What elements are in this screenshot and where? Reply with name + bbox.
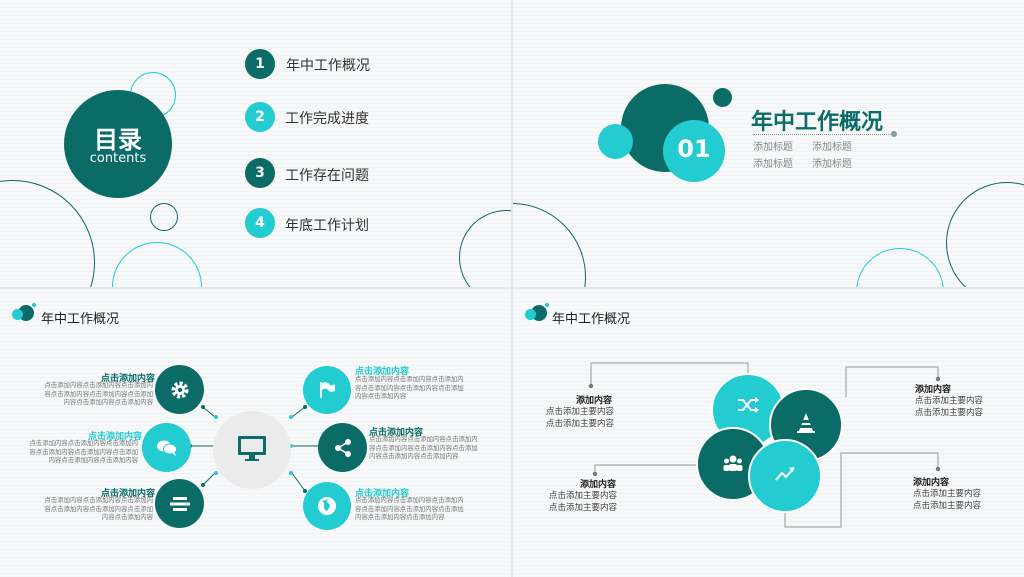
toc-label-3[interactable]: 工作存在问题 [285, 168, 369, 184]
block-title: 添加内容 [580, 480, 617, 490]
block-title: 点击添加内容 [88, 432, 143, 442]
share-icon [334, 438, 351, 457]
block-title: 添加内容 [576, 396, 613, 406]
block-line: 点击添加主要内容 [913, 501, 982, 511]
chat-icon [156, 440, 177, 456]
slide-header-title: 年中工作概况 [41, 312, 120, 327]
header-logo-icon [525, 303, 549, 321]
people-icon [723, 455, 743, 471]
block-title: 添加内容 [915, 385, 952, 395]
shuffle-icon [738, 397, 759, 413]
block-body: 点击添加内容点击添加内容点击添加内容点击添加内容点击添加内容点击添加内容点击添加… [44, 496, 153, 522]
toc-number-4[interactable]: 4 [245, 208, 275, 238]
section-tag: 添加标题 [753, 142, 793, 153]
block-line: 点击添加主要内容 [546, 419, 615, 429]
header-logo-icon [12, 303, 36, 321]
section-side-dot [598, 124, 633, 159]
deco-ring [513, 203, 586, 287]
section-tag: 添加标题 [812, 159, 852, 170]
block-line: 点击添加主要内容 [546, 407, 615, 417]
block-line: 点击添加主要内容 [913, 489, 982, 499]
deco-ring [856, 248, 944, 287]
trend-icon [775, 467, 795, 481]
hub-globe[interactable] [303, 482, 351, 530]
hub-gear[interactable] [155, 365, 204, 414]
flag-icon [320, 382, 335, 398]
hub-bars[interactable] [155, 479, 204, 528]
toc-label-1[interactable]: 年中工作概况 [286, 58, 370, 74]
block-line: 点击添加主要内容 [549, 503, 618, 513]
block-title: 点击添加内容 [101, 374, 156, 384]
hub-share[interactable] [318, 423, 367, 472]
block-title: 点击添加内容 [355, 367, 410, 377]
block-title: 点击添加内容 [369, 428, 424, 438]
section-tag: 添加标题 [812, 142, 852, 153]
globe-icon [318, 497, 336, 515]
bars-icon [169, 496, 190, 511]
block-title: 点击添加内容 [101, 489, 156, 499]
deco-ring [946, 182, 1024, 287]
block-body: 点击添加内容点击添加内容点击添加内容点击添加内容点击添加内容点击添加内容点击添加… [369, 435, 478, 461]
slide-contents: 目录 contents 1 年中工作概况 2 工作完成进度 3 工作存在问题 4… [0, 0, 511, 287]
contents-subtitle: contents [89, 151, 147, 166]
deco-ring [0, 180, 95, 287]
contents-title: 目录 [94, 126, 142, 154]
toc-number-1[interactable]: 1 [245, 49, 275, 79]
block-body: 点击添加内容点击添加内容点击添加内容点击添加内容点击添加内容点击添加内容点击添加… [355, 375, 464, 401]
block-title: 点击添加内容 [355, 489, 410, 499]
toc-label-4[interactable]: 年底工作计划 [285, 218, 369, 234]
deco-ring [150, 203, 178, 231]
slide-section-01: 01 年中工作概况 添加标题 添加标题 添加标题 添加标题 [513, 0, 1024, 287]
block-body: 点击添加内容点击添加内容点击添加内容点击添加内容点击添加内容点击添加内容点击添加… [355, 496, 464, 522]
gear-icon [171, 381, 188, 398]
monitor-icon [238, 436, 266, 461]
underline-end-dot [891, 131, 897, 137]
hub-chat[interactable] [142, 423, 191, 472]
section-number-circle [663, 120, 725, 182]
hub-flag[interactable] [303, 366, 351, 414]
deco-ring [112, 242, 202, 287]
block-line: 点击添加主要内容 [549, 491, 618, 501]
block-line: 点击添加主要内容 [915, 408, 984, 418]
slide-four-circles: 年中工作概况 添加内容 点击添加主要内容 点击添加主要内容 添加内容 点击添加主… [513, 289, 1024, 577]
cone-icon [797, 413, 815, 433]
section-number: 01 [677, 135, 711, 163]
block-line: 点击添加主要内容 [915, 396, 984, 406]
deco-ring [459, 210, 511, 287]
contents-circle [64, 90, 172, 198]
section-title-underline [753, 134, 893, 135]
block-body: 点击添加内容点击添加内容点击添加内容点击添加内容点击添加内容点击添加内容点击添加… [29, 439, 138, 465]
toc-label-2[interactable]: 工作完成进度 [285, 111, 369, 127]
section-title: 年中工作概况 [751, 110, 884, 135]
section-small-dot [713, 88, 732, 107]
block-body: 点击添加内容点击添加内容点击添加内容点击添加内容点击添加内容点击添加内容点击添加… [44, 381, 153, 407]
section-tag: 添加标题 [753, 159, 793, 170]
block-title: 添加内容 [913, 478, 950, 488]
slide-header-title: 年中工作概况 [552, 312, 631, 327]
toc-number-3[interactable]: 3 [245, 158, 275, 188]
slide-hub-diagram: 年中工作概况 [0, 289, 511, 577]
toc-number-2[interactable]: 2 [245, 102, 275, 132]
